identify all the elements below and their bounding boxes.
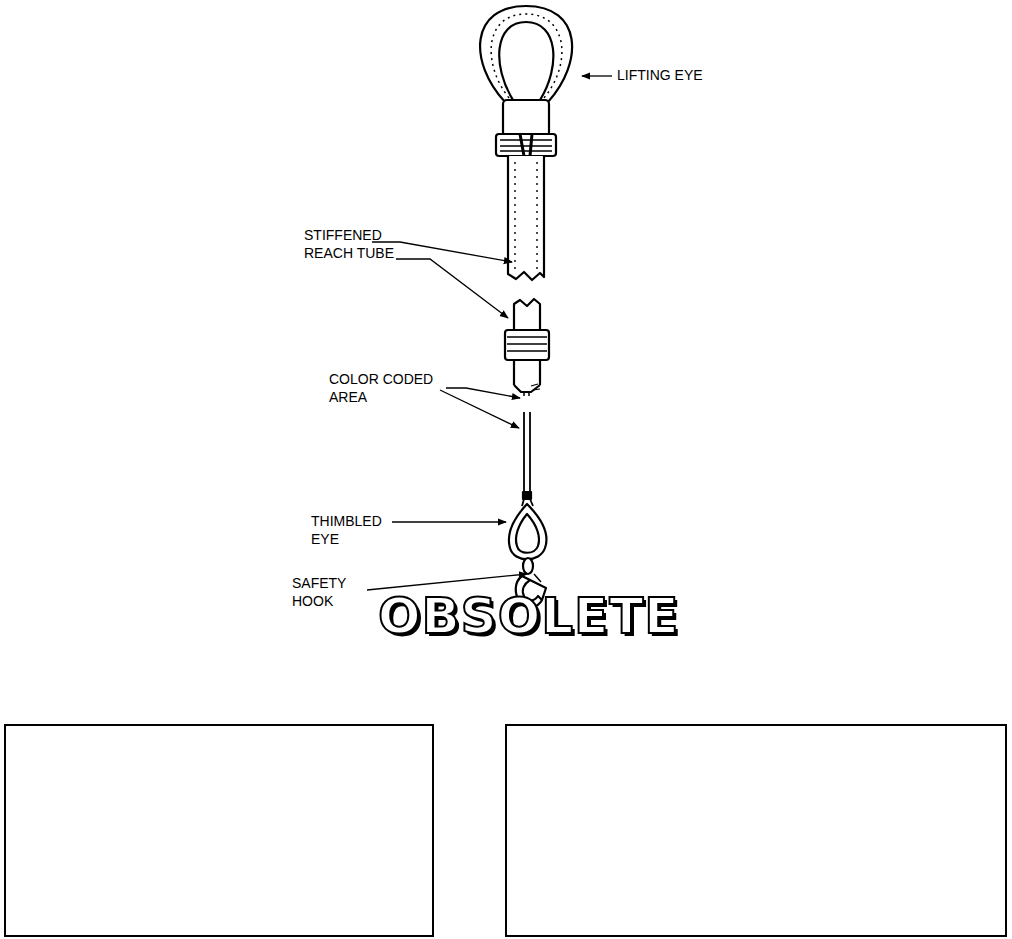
hook-latch-spring [534,574,541,582]
lifting-eye-inner [499,22,553,100]
lifting-eye [480,6,572,102]
hook-eye [523,558,533,574]
watermark: OBSOLETE [378,588,679,644]
blank-box [506,725,1006,936]
leader-line [446,388,520,398]
tube-texture [515,162,537,270]
leader-line [582,75,612,76]
collar-clamp [520,134,532,156]
blank-box [5,725,433,936]
thimble-inner [516,514,539,553]
wire [524,392,529,396]
collar-bands [500,140,552,151]
leader-line [396,259,508,318]
leader-line [440,390,519,428]
part-label: THIMBLED EYE [311,512,391,548]
rope-texture [491,14,562,98]
color-band [523,492,531,499]
thimble [509,504,546,559]
ferrule [503,100,549,136]
part-label: SAFETY HOOK [292,574,364,610]
part-label: STIFFENED REACH TUBE [304,226,400,262]
wire [524,412,530,494]
part-label: COLOR CODED AREA [329,370,441,406]
part-label: LIFTING EYE [617,66,757,84]
tube-end [514,385,540,392]
reach-tube [508,156,544,280]
collar-bands [507,337,547,351]
tube-collar [505,330,549,360]
collar [496,134,556,156]
color-code-mark [531,384,540,390]
leader-line [392,521,506,522]
